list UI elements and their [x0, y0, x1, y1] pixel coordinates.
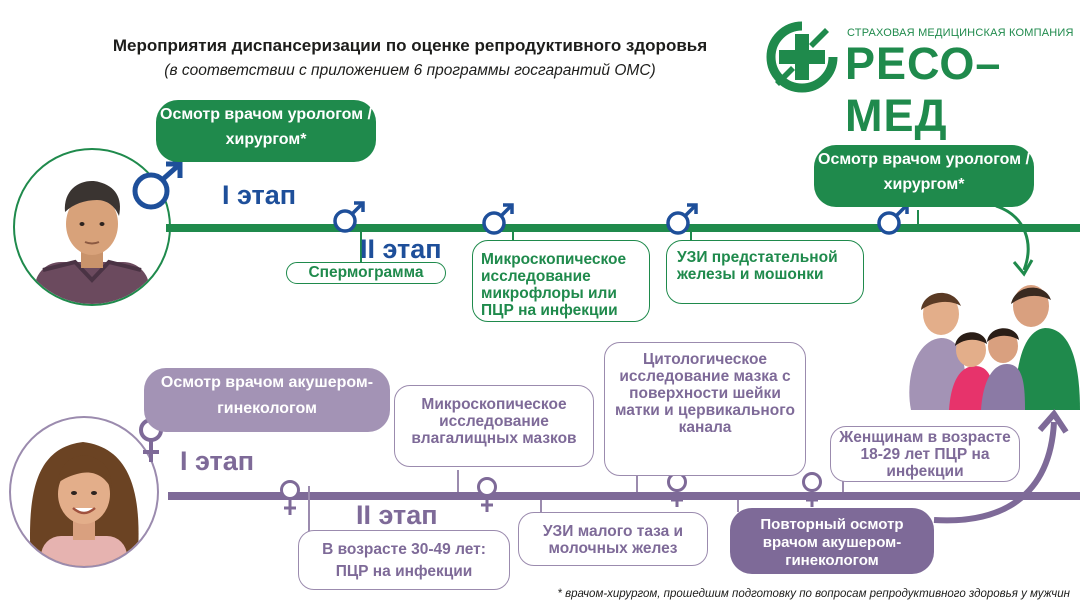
female-step-cytology: Цитологическое исследование мазка с пове…: [604, 342, 806, 476]
female-step-pcr-18-29: Женщинам в возрасте 18-29 лет ПЦР на инф…: [830, 426, 1020, 482]
arrow-to-family-female-icon: [933, 409, 1069, 524]
arrow-to-family-icon: [995, 204, 1034, 277]
woman-avatar: [9, 416, 159, 568]
footnote: * врачом-хирургом, прошедшим подготовку …: [557, 588, 1070, 600]
logo-company-name: РЕСО–МЕД: [845, 38, 1002, 141]
female-symbol-icon: [802, 472, 822, 507]
female-exam-stage1: Осмотр врачом акушером-гинекологом: [144, 368, 390, 432]
male-tick-2: [512, 232, 514, 242]
male-exam-stage1: Осмотр врачом урологом / хирургом*: [156, 100, 376, 162]
female-symbol-icon: [280, 480, 300, 515]
male-step-microscopy: Микроскопическое исследование микрофлоры…: [472, 240, 650, 322]
male-step-ultrasound: УЗИ предстательной железы и мошонки: [666, 240, 864, 304]
male-symbol-icon: [132, 161, 183, 210]
male-stage1-label: I этап: [222, 180, 297, 210]
female-timeline: [168, 492, 1080, 500]
female-step-microscopy: Микроскопическое исследование влагалищны…: [394, 385, 594, 467]
female-tick-2: [457, 470, 459, 492]
male-tick-1: [360, 232, 362, 262]
male-symbol-icon: [482, 203, 514, 235]
reso-med-logo-icon: [766, 21, 838, 93]
male-symbol-icon: [666, 203, 698, 235]
female-step-ultrasound: УЗИ малого таза и молочных желез: [518, 512, 708, 566]
female-stage1-label: I этап: [180, 446, 255, 476]
page-title: Мероприятия диспансеризации по оценке ре…: [112, 36, 708, 55]
female-tick-4: [636, 476, 638, 492]
female-exam-repeat: Повторный осмотр врачом акушером-гинекол…: [730, 508, 934, 574]
male-stage2-label: II этап: [360, 234, 442, 264]
female-symbol-icon: [477, 477, 497, 512]
male-symbol-icon: [333, 201, 365, 233]
female-tick-5: [737, 500, 739, 512]
male-exam-final: Осмотр врачом урологом / хирургом*: [814, 145, 1034, 207]
female-step-pcr-30-49: В возрасте 30-49 лет: ПЦР на инфекции: [298, 530, 510, 590]
female-tick-3: [540, 500, 542, 512]
male-tick-3: [690, 232, 692, 242]
female-stage2-label: II этап: [356, 500, 438, 530]
female-tick-1: [308, 486, 310, 532]
female-tick-6: [842, 480, 844, 492]
male-symbol-icon: [877, 203, 909, 235]
male-timeline: [166, 224, 1080, 232]
male-step-spermogram: Спермограмма: [286, 262, 446, 284]
male-tick-4: [917, 210, 919, 224]
female-symbol-icon: [667, 472, 687, 507]
page-subtitle: (в соответствии с приложением 6 программ…: [164, 62, 656, 79]
family-illustration: [905, 280, 1080, 410]
logo-company-type: СТРАХОВАЯ МЕДИЦИНСКАЯ КОМПАНИЯ: [847, 27, 1074, 39]
